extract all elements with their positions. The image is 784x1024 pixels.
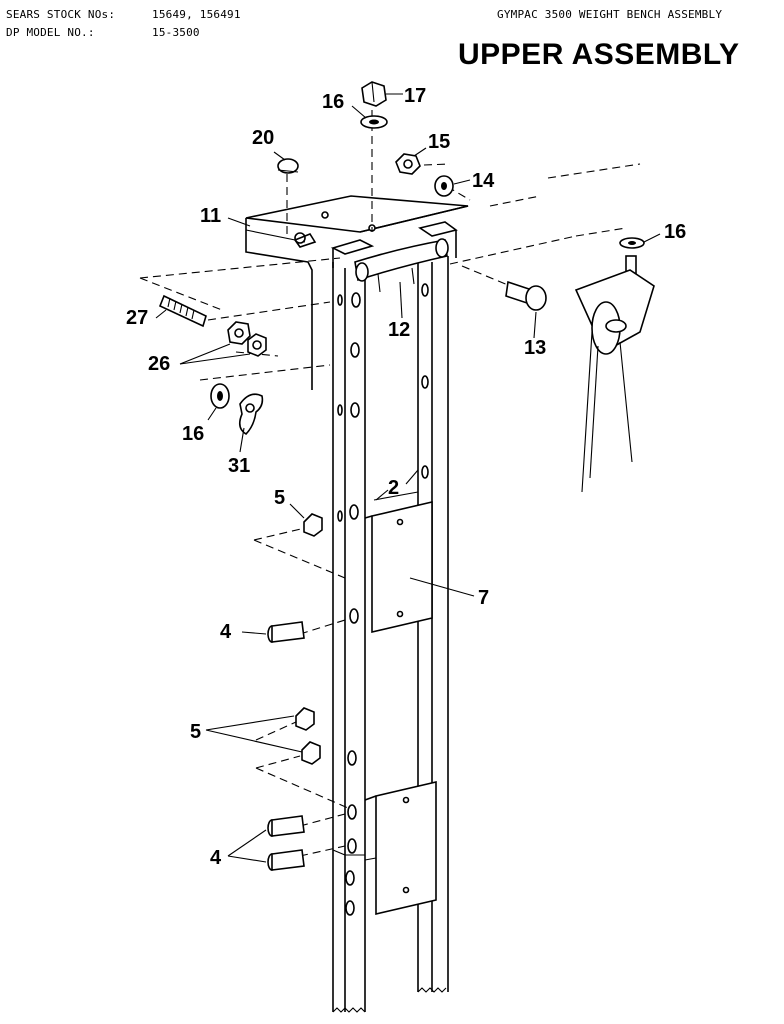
part-label-26: 26: [148, 353, 170, 375]
lower-sleeve: [364, 780, 437, 916]
part-label-27: 27: [126, 307, 148, 329]
stock-values: 15649, 156491: [152, 8, 241, 21]
washer-14: [434, 175, 454, 197]
part-label-5-lower: 5: [190, 721, 201, 743]
assembly-title: GYMPAC 3500 WEIGHT BENCH ASSEMBLY: [497, 8, 723, 21]
part-label-13: 13: [524, 337, 546, 359]
part-label-12: 12: [388, 319, 410, 341]
part-label-5-upper: 5: [274, 487, 285, 509]
hex-nut-5-mid: [295, 707, 315, 731]
bolt-4-upper: [267, 621, 305, 643]
part-label-4-lower: 4: [210, 847, 222, 869]
section-title: UPPER ASSEMBLY: [458, 38, 740, 71]
pulley-bracket: [574, 255, 655, 493]
carriage-bolt-13: [505, 280, 547, 311]
part-label-7: 7: [478, 587, 489, 609]
part-label-31: 31: [228, 455, 250, 477]
washer-16-left: [210, 383, 230, 409]
part-label-2: 2: [388, 477, 399, 499]
part-label-16-right: 16: [664, 221, 686, 243]
stock-label: SEARS STOCK NOs:: [6, 8, 116, 21]
left-upright-tube: [332, 262, 366, 1013]
washer-16-right: [619, 237, 645, 249]
hex-bolt-17: [361, 81, 387, 107]
hex-nut-5-upper: [303, 513, 323, 537]
leader-lines: [155, 93, 661, 863]
tube-tops: [330, 221, 458, 268]
part-label-16-left: 16: [182, 423, 204, 445]
top-plate: [245, 195, 469, 390]
hex-nut-5-low: [301, 741, 321, 765]
part-label-4-upper: 4: [220, 621, 232, 643]
part-label-20: 20: [252, 127, 274, 149]
model-label: DP MODEL NO.:: [6, 26, 95, 39]
washer-16-top: [360, 115, 388, 129]
pulley-spacer: [354, 238, 449, 293]
model-value: 15-3500: [152, 26, 200, 39]
plug-cap-20: [277, 158, 299, 174]
threaded-rod-27: [158, 294, 207, 328]
hex-nut-15: [395, 153, 421, 175]
sleeve-plate-7: [364, 491, 433, 634]
part-label-16-top: 16: [322, 91, 344, 113]
part-label-15: 15: [428, 131, 450, 153]
wing-nut-31: [238, 393, 264, 436]
part-label-11: 11: [200, 205, 221, 227]
bolt-4-low: [267, 849, 305, 871]
part-label-17: 17: [404, 85, 426, 107]
hex-nuts-26: [227, 321, 267, 357]
part-label-14: 14: [472, 170, 495, 192]
bolt-4-mid: [267, 815, 305, 837]
